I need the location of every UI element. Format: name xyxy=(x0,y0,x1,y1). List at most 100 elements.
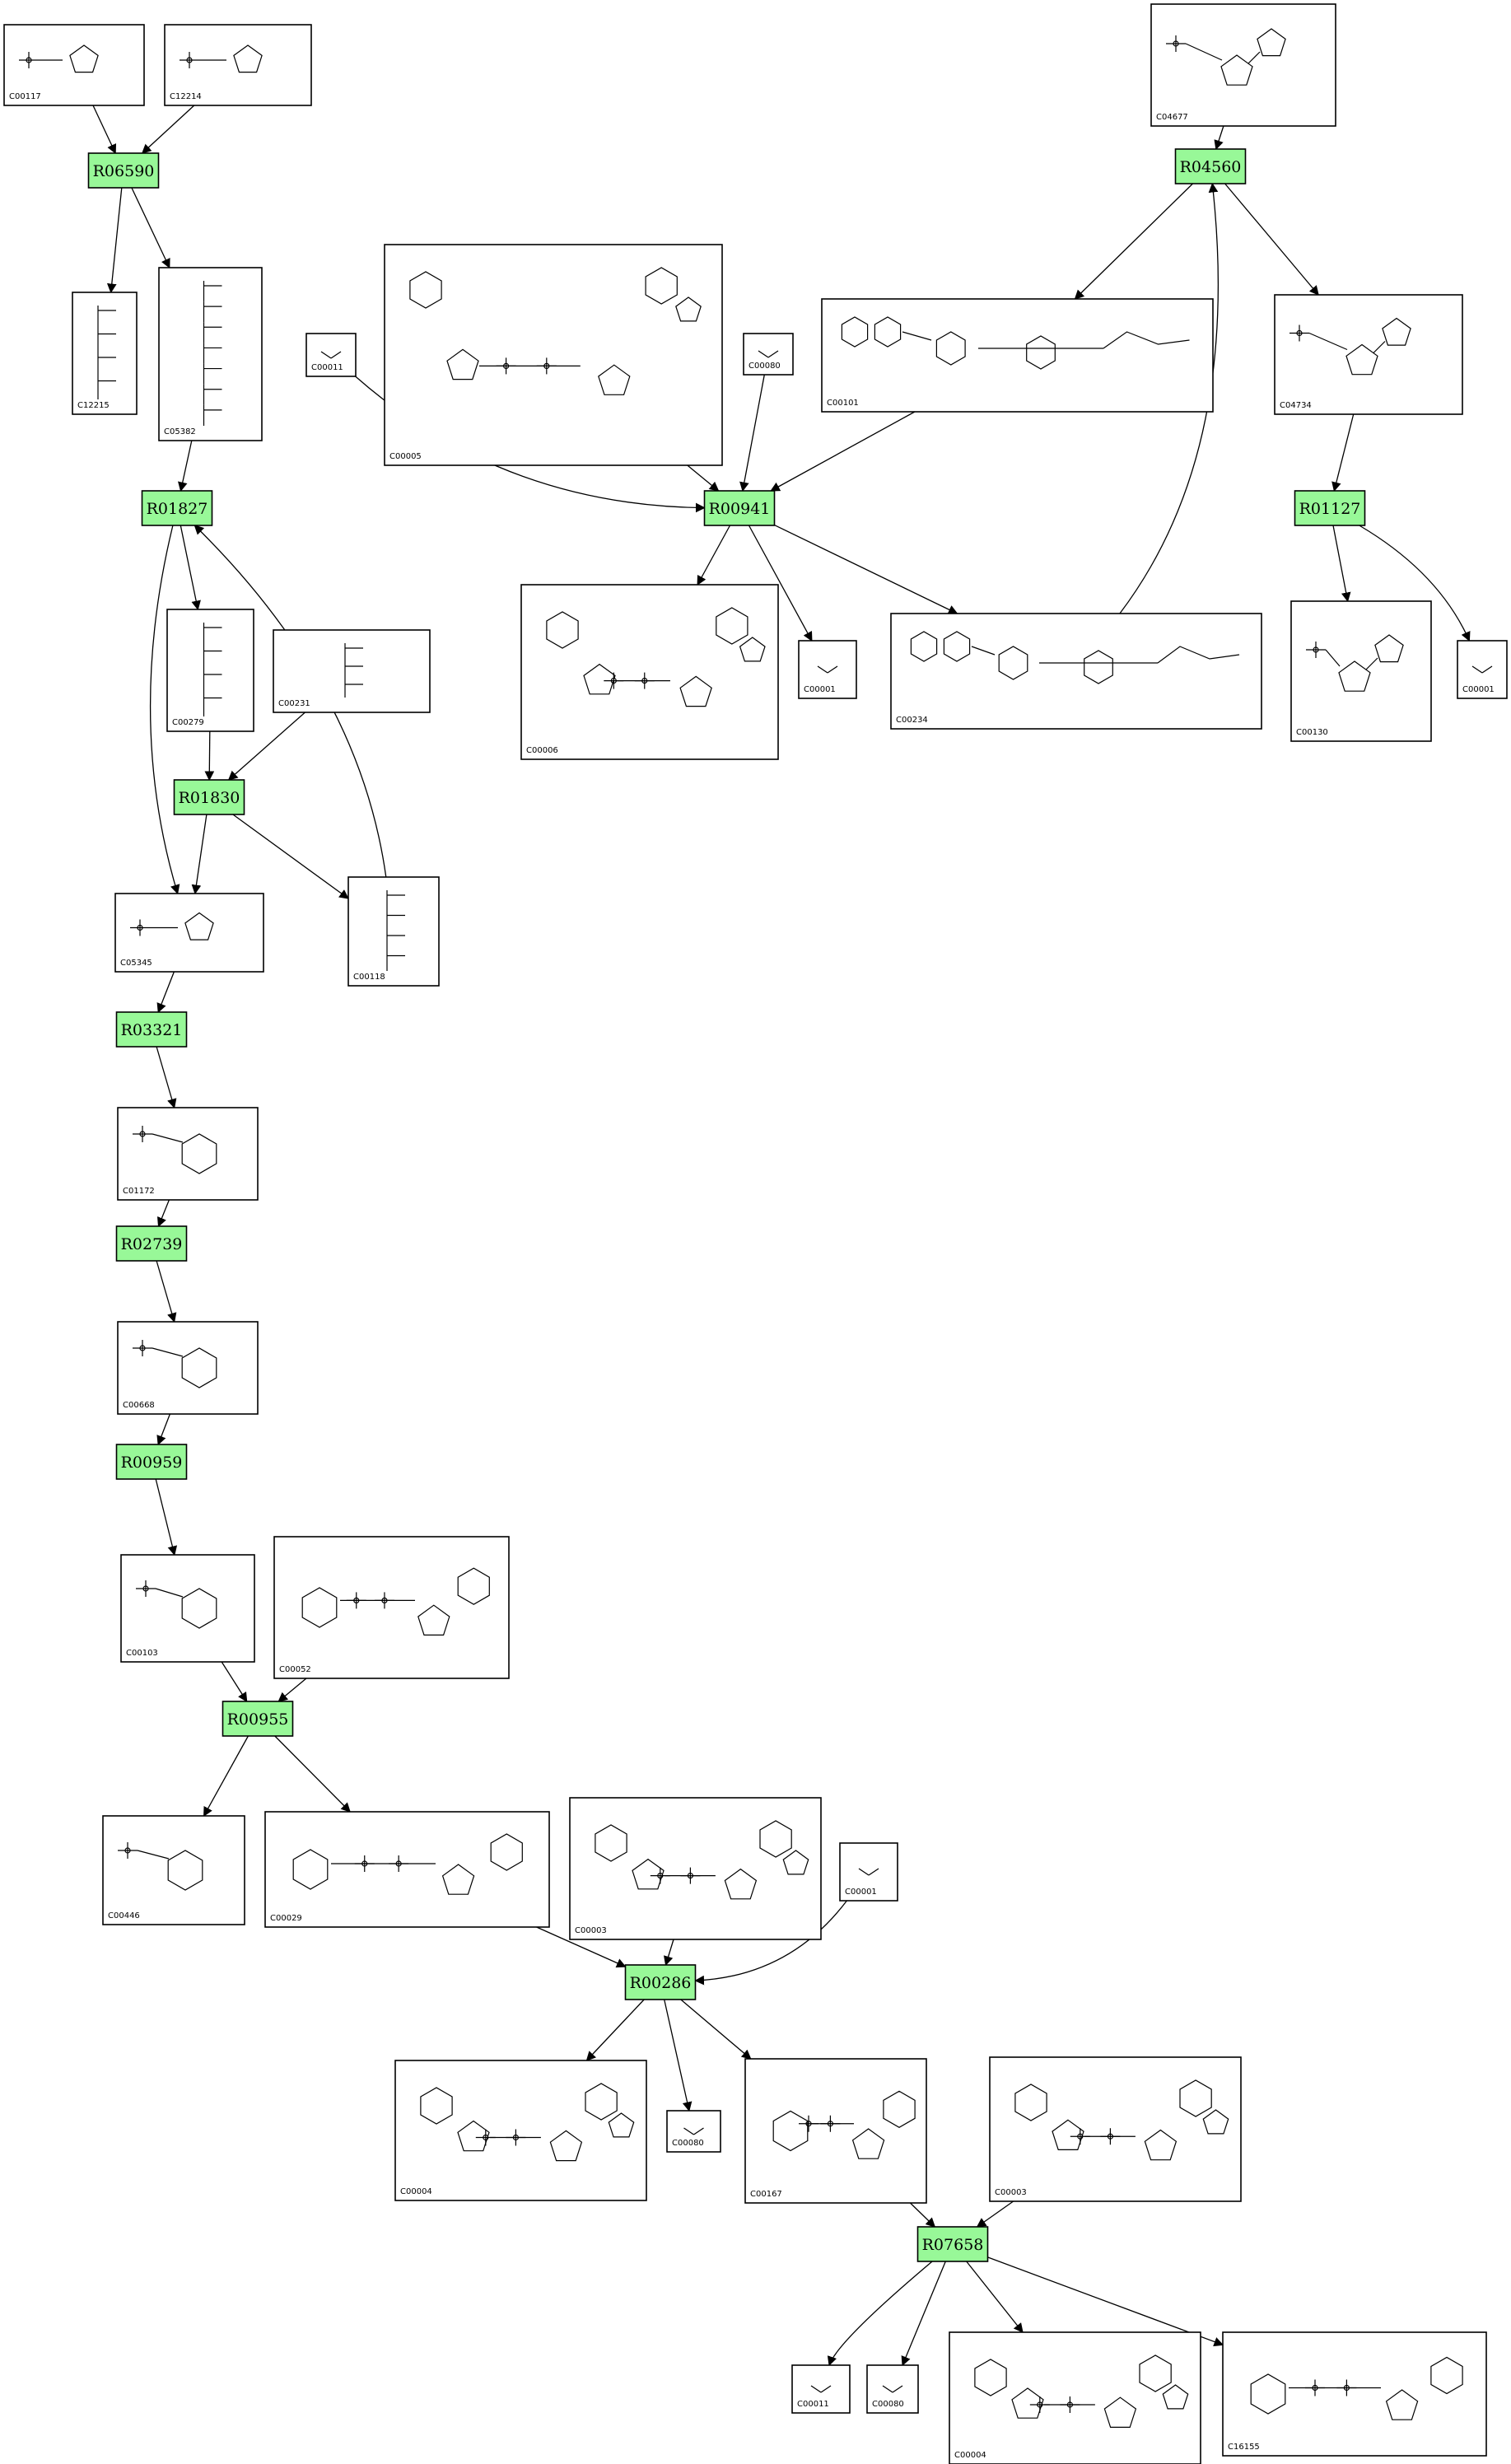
structure-drawing xyxy=(683,2127,704,2135)
reaction-id-label: R06590 xyxy=(93,162,155,180)
compound-node[interactable]: C05382 xyxy=(158,267,263,441)
reaction-node[interactable]: R02739 xyxy=(115,1225,188,1262)
reaction-edge xyxy=(1359,525,1471,642)
compound-node[interactable]: C16155 xyxy=(1222,2331,1487,2457)
compound-node[interactable]: C04677 xyxy=(1150,3,1336,127)
compound-id-label: C00001 xyxy=(1462,685,1495,694)
structure-drawing xyxy=(1306,634,1404,692)
compound-node[interactable]: C00006 xyxy=(520,584,779,760)
compound-node[interactable]: C00279 xyxy=(166,609,254,732)
reaction-node[interactable]: R00955 xyxy=(222,1701,294,1737)
compound-id-label: C00080 xyxy=(749,362,781,371)
compound-box xyxy=(866,2364,919,2414)
compound-node[interactable]: C00167 xyxy=(744,2058,927,2204)
compound-box xyxy=(3,24,145,106)
compound-node[interactable]: C00080 xyxy=(866,2364,919,2414)
compound-node[interactable]: C00231 xyxy=(273,629,431,713)
reaction-node[interactable]: R00941 xyxy=(703,490,776,526)
compound-node[interactable]: C00080 xyxy=(743,333,794,376)
compound-node[interactable]: C00005 xyxy=(384,244,723,466)
compound-node[interactable]: C00004 xyxy=(949,2331,1201,2464)
compound-id-label: C00101 xyxy=(827,399,859,408)
compound-node[interactable]: C00011 xyxy=(791,2364,851,2414)
compound-box xyxy=(949,2331,1201,2464)
reaction-edge xyxy=(106,187,123,294)
reaction-box xyxy=(222,1701,294,1737)
reaction-id-label: R00955 xyxy=(227,1710,289,1729)
structure-drawing xyxy=(409,267,702,395)
compound-node[interactable]: C05345 xyxy=(114,893,264,973)
compound-node[interactable]: C00004 xyxy=(394,2060,647,2201)
reaction-edge xyxy=(221,1661,248,1702)
compound-node[interactable]: C01172 xyxy=(117,1107,259,1201)
reaction-edge xyxy=(664,1999,693,2112)
compound-node[interactable]: C00001 xyxy=(839,1842,898,1902)
reaction-node[interactable]: R03321 xyxy=(115,1011,188,1048)
compound-node[interactable]: C00103 xyxy=(120,1554,255,1663)
reaction-edge xyxy=(274,1735,351,1813)
compound-node[interactable]: C00003 xyxy=(989,2056,1242,2202)
reaction-node[interactable]: R01127 xyxy=(1294,490,1366,526)
compound-node[interactable]: C00234 xyxy=(890,613,1262,730)
compound-box xyxy=(1290,600,1432,742)
compound-box xyxy=(72,292,138,415)
compound-node[interactable]: C00011 xyxy=(305,333,357,377)
compound-id-label: C00167 xyxy=(750,2190,782,2199)
reaction-box xyxy=(1294,490,1366,526)
compound-id-label: C00052 xyxy=(279,1665,311,1674)
structure-drawing xyxy=(810,2385,832,2393)
reaction-edge xyxy=(1214,125,1224,151)
structure-drawing xyxy=(1250,2356,1463,2420)
structure-drawing xyxy=(1166,28,1286,86)
structure-drawing xyxy=(758,350,779,358)
reaction-edge xyxy=(178,440,193,492)
reaction-edge xyxy=(227,712,305,781)
compound-id-label: C00005 xyxy=(389,452,422,461)
compound-node[interactable]: C00080 xyxy=(666,2110,721,2153)
compound-box xyxy=(743,333,794,376)
compound-node[interactable]: C12214 xyxy=(164,24,312,106)
reaction-box xyxy=(173,779,245,815)
compound-box xyxy=(989,2056,1242,2202)
compound-node[interactable]: C00446 xyxy=(102,1815,245,1925)
reaction-edge xyxy=(909,2202,936,2228)
structure-drawing xyxy=(841,316,1190,370)
compound-node[interactable]: C00001 xyxy=(1457,640,1508,699)
compound-node[interactable]: C00117 xyxy=(3,24,145,106)
compound-id-label: C00080 xyxy=(672,2139,704,2148)
compound-box xyxy=(1274,294,1463,415)
compound-node[interactable]: C00668 xyxy=(117,1321,259,1415)
compound-node[interactable]: C00029 xyxy=(264,1811,550,1928)
reaction-edge xyxy=(204,730,215,782)
compound-id-label: C00004 xyxy=(954,2451,986,2460)
compound-id-label: C04734 xyxy=(1280,401,1312,410)
compound-box xyxy=(1222,2331,1487,2457)
reaction-node[interactable]: R07658 xyxy=(916,2226,989,2262)
compound-box xyxy=(394,2060,647,2201)
reaction-node[interactable]: R01830 xyxy=(173,779,245,815)
compound-node[interactable]: C00101 xyxy=(821,298,1214,413)
compound-node[interactable]: C12215 xyxy=(72,292,138,415)
compound-box xyxy=(347,876,440,987)
reaction-node[interactable]: R01827 xyxy=(141,490,213,526)
compound-node[interactable]: C00001 xyxy=(798,640,857,699)
reaction-edge xyxy=(232,814,349,899)
compound-node[interactable]: C00130 xyxy=(1290,600,1432,742)
reaction-box xyxy=(115,1225,188,1262)
reaction-node[interactable]: R06590 xyxy=(87,152,160,189)
reaction-node[interactable]: R04560 xyxy=(1174,148,1247,184)
compound-node[interactable]: C00003 xyxy=(569,1797,822,1940)
reaction-id-label: R04560 xyxy=(1180,158,1242,176)
structure-drawing xyxy=(136,1580,217,1629)
reaction-edge xyxy=(203,1735,249,1818)
compound-node[interactable]: C04734 xyxy=(1274,294,1463,415)
compound-node[interactable]: C00118 xyxy=(347,876,440,987)
reaction-node[interactable]: R00286 xyxy=(624,1964,697,2000)
reaction-node[interactable]: R00959 xyxy=(115,1444,188,1480)
compound-box xyxy=(264,1811,550,1928)
reaction-edge xyxy=(739,374,765,492)
reaction-edge xyxy=(774,525,958,614)
reaction-box xyxy=(1174,148,1247,184)
compound-node[interactable]: C00052 xyxy=(273,1536,510,1679)
reaction-id-label: R07658 xyxy=(922,2236,984,2254)
